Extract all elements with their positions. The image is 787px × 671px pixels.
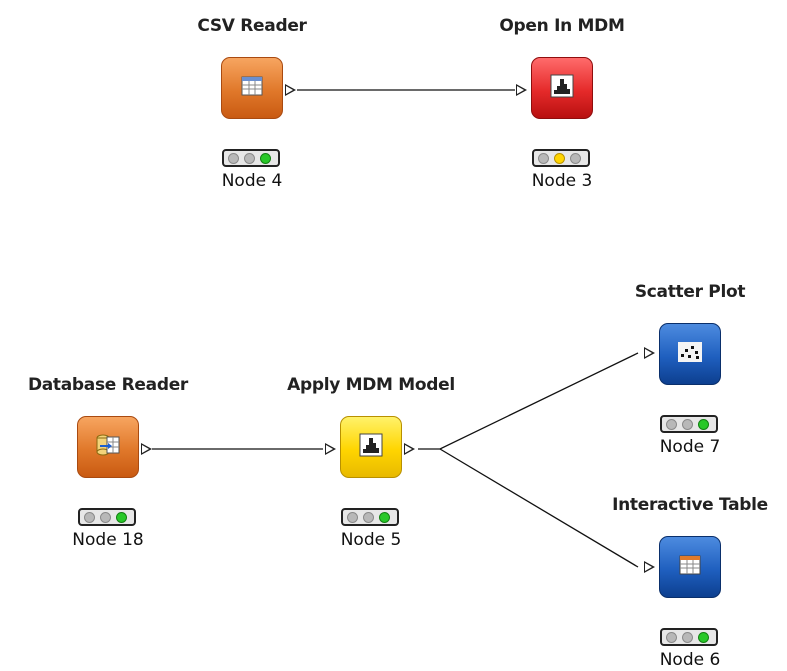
input-port[interactable]	[516, 84, 527, 96]
node-icon-box[interactable]	[221, 57, 283, 119]
node-title: Scatter Plot	[634, 282, 746, 302]
status-light	[363, 512, 374, 523]
input-port[interactable]	[644, 347, 655, 359]
node-title: Open In MDM	[499, 16, 625, 36]
node-label[interactable]: Node 4	[221, 171, 283, 191]
status-light	[538, 153, 549, 164]
node-icon-box[interactable]	[531, 57, 593, 119]
status-light-green	[698, 632, 709, 643]
output-port[interactable]	[141, 443, 152, 455]
node-label[interactable]: Node 5	[340, 530, 402, 550]
node-icon-box[interactable]	[77, 416, 139, 478]
node-title: Interactive Table	[612, 495, 768, 515]
node-title: Apply MDM Model	[287, 375, 455, 395]
connection-node5-node7[interactable]	[418, 352, 639, 450]
status-light	[666, 419, 677, 430]
histogram-icon	[550, 74, 574, 102]
node-label[interactable]: Node 7	[659, 437, 721, 457]
node-label[interactable]: Node 6	[659, 650, 721, 670]
connection-node5-node6[interactable]	[439, 448, 639, 568]
status-indicator	[222, 149, 280, 167]
status-indicator	[78, 508, 136, 526]
node-title: CSV Reader	[197, 16, 307, 36]
status-light-green	[260, 153, 271, 164]
status-indicator	[660, 415, 718, 433]
status-light-green	[379, 512, 390, 523]
node-icon-box[interactable]	[340, 416, 402, 478]
table-icon	[241, 76, 263, 100]
histogram-icon	[359, 433, 383, 461]
output-port[interactable]	[285, 84, 296, 96]
status-light	[682, 632, 693, 643]
status-light-green	[698, 419, 709, 430]
status-light	[100, 512, 111, 523]
node-label[interactable]: Node 18	[72, 530, 144, 550]
table-icon	[679, 555, 701, 579]
output-port[interactable]	[404, 443, 415, 455]
node-icon-box[interactable]	[659, 536, 721, 598]
status-light-green	[116, 512, 127, 523]
status-light	[228, 153, 239, 164]
status-indicator	[660, 628, 718, 646]
status-light	[682, 419, 693, 430]
status-indicator	[532, 149, 590, 167]
status-light-yellow	[554, 153, 565, 164]
status-light	[84, 512, 95, 523]
node-label[interactable]: Node 3	[531, 171, 593, 191]
status-light	[244, 153, 255, 164]
input-port[interactable]	[325, 443, 336, 455]
node-title: Database Reader	[27, 375, 189, 395]
node-icon-box[interactable]	[659, 323, 721, 385]
database-icon	[95, 433, 121, 461]
status-light	[347, 512, 358, 523]
scatter-icon	[678, 342, 702, 366]
status-indicator	[341, 508, 399, 526]
input-port[interactable]	[644, 561, 655, 573]
status-light	[666, 632, 677, 643]
status-light	[570, 153, 581, 164]
